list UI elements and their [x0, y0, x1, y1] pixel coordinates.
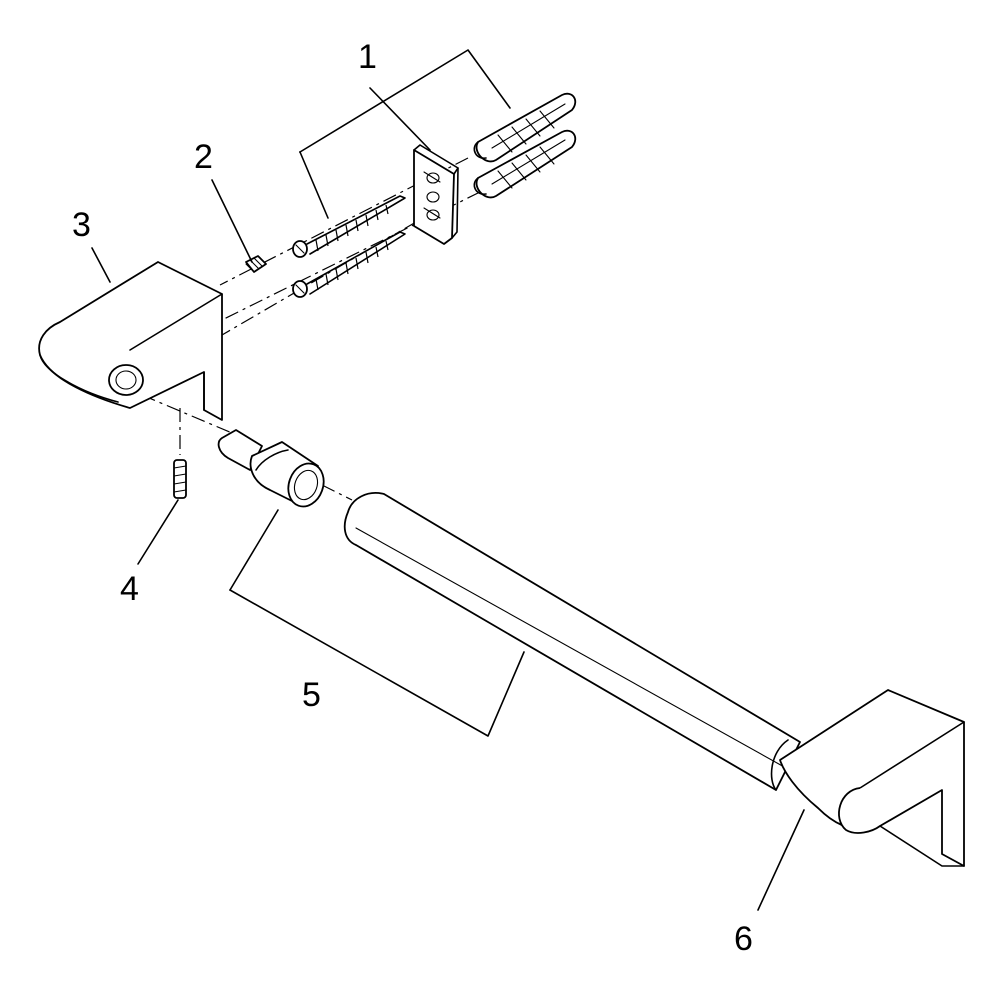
leader-lines [91, 49, 805, 911]
wood-screw-lower [292, 231, 406, 298]
callout-4: 4 [120, 570, 139, 608]
callout-2: 2 [194, 138, 213, 176]
grab-bar-tube [343, 492, 801, 791]
wall-plug-upper [473, 92, 577, 163]
grub-screw [173, 459, 187, 499]
adapter-sleeve [249, 441, 325, 508]
wall-bracket [413, 144, 459, 245]
callout-3: 3 [72, 206, 91, 244]
callout-1: 1 [358, 38, 377, 76]
callout-5: 5 [302, 676, 321, 714]
end-block-right [779, 689, 965, 867]
wall-plug-lower [473, 129, 577, 199]
end-block-left [38, 261, 223, 421]
wood-screw-upper [292, 195, 406, 258]
callout-6: 6 [734, 920, 753, 958]
